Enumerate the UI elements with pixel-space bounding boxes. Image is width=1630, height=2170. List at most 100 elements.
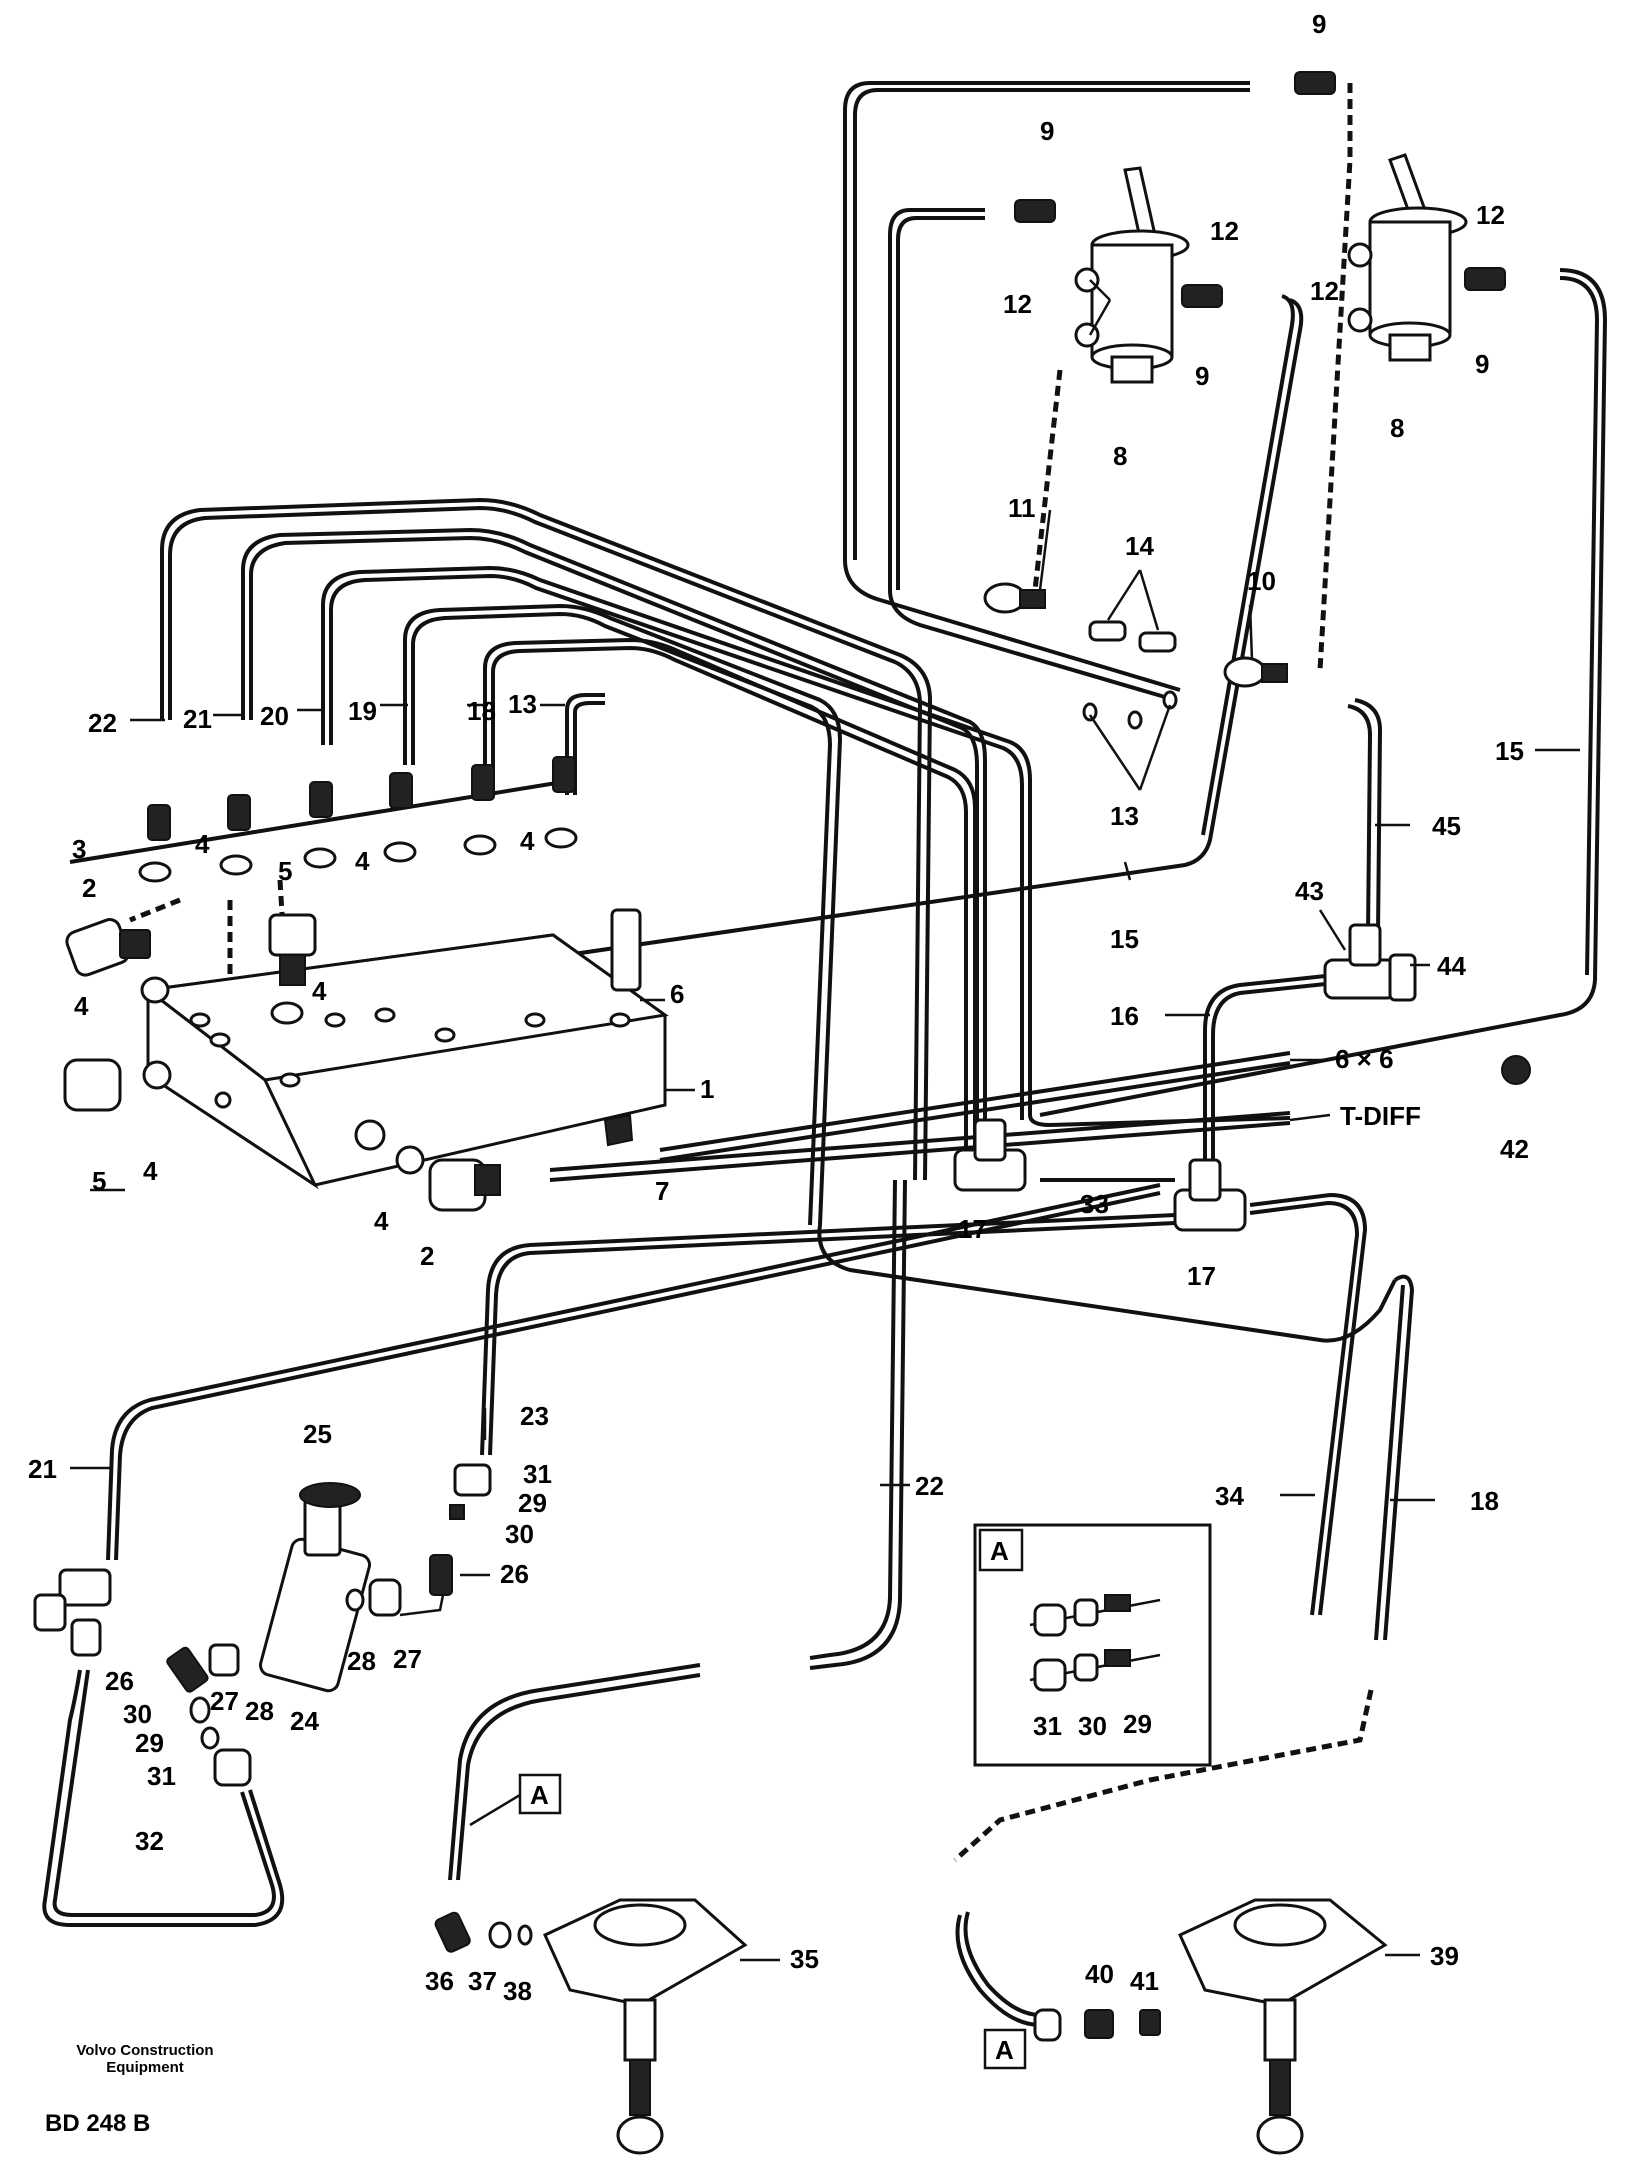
callout-31: 31 (523, 1459, 552, 1489)
callout-9: 9 (1475, 349, 1489, 379)
callout-12: 12 (1210, 216, 1239, 246)
box-a-left-label: A (530, 1780, 549, 1810)
pressure-switch-35 (434, 1898, 748, 2155)
callout-40: 40 (1085, 1959, 1114, 1989)
callout-t-diff: T-DIFF (1340, 1101, 1421, 1131)
callout-5: 5 (278, 856, 292, 886)
callout-38: 38 (503, 1976, 532, 2006)
callout-17: 17 (958, 1214, 987, 1244)
callout-35: 35 (790, 1944, 819, 1974)
manifold-fittings (69, 756, 578, 883)
callout-2: 2 (82, 873, 96, 903)
callout-31: 31 (1033, 1711, 1062, 1741)
callout-18: 18 (467, 696, 496, 726)
callout-29: 29 (135, 1728, 164, 1758)
callout-42: 42 (1500, 1134, 1529, 1164)
callout-27: 27 (393, 1644, 422, 1674)
valve-left (1074, 166, 1190, 384)
callout-22: 22 (915, 1471, 944, 1501)
callout-4: 4 (74, 991, 89, 1021)
callout-1: 1 (700, 1074, 714, 1104)
callout-27: 27 (210, 1686, 239, 1716)
callout-21: 21 (28, 1454, 57, 1484)
callout-44: 44 (1437, 951, 1466, 981)
callout-30: 30 (1078, 1711, 1107, 1741)
callout-4: 4 (143, 1156, 158, 1186)
callout-25: 25 (303, 1419, 332, 1449)
callout-4: 4 (195, 829, 210, 859)
callout-37: 37 (468, 1966, 497, 1996)
callout-19: 19 (348, 696, 377, 726)
callout-12: 12 (1310, 276, 1339, 306)
callout-26: 26 (105, 1666, 134, 1696)
callout-16: 16 (1110, 1001, 1139, 1031)
side-fittings (63, 908, 1531, 1212)
callout-12: 12 (1476, 200, 1505, 230)
callout-21: 21 (183, 704, 212, 734)
callout-23: 23 (520, 1401, 549, 1431)
callout-45: 45 (1432, 811, 1461, 841)
callout-34: 34 (1215, 1481, 1244, 1511)
callout-8: 8 (1113, 441, 1127, 471)
callout-30: 30 (123, 1699, 152, 1729)
plugs (983, 582, 1288, 730)
callout-6x6: 6 × 6 (1335, 1044, 1394, 1074)
callout-4: 4 (374, 1206, 389, 1236)
callout-9: 9 (1040, 116, 1054, 146)
callout-4: 4 (520, 826, 535, 856)
pipe-network (42, 81, 1608, 2027)
lower-assembly (33, 1463, 492, 1787)
leader-lines (70, 279, 1580, 1962)
callout-20: 20 (260, 701, 289, 731)
callout-9: 9 (1195, 361, 1209, 391)
callout-30: 30 (505, 1519, 534, 1549)
callout-18: 18 (1470, 1486, 1499, 1516)
valve-right (1347, 153, 1468, 362)
callout-12: 12 (1003, 289, 1032, 319)
callout-29: 29 (1123, 1709, 1152, 1739)
callout-6: 6 (670, 979, 684, 1009)
callout-15: 15 (1495, 736, 1524, 766)
callout-4: 4 (355, 846, 370, 876)
callout-3: 3 (72, 834, 86, 864)
callout-41: 41 (1130, 1966, 1159, 1996)
callout-5: 5 (92, 1166, 106, 1196)
callout-2: 2 (420, 1241, 434, 1271)
callout-17: 17 (1187, 1261, 1216, 1291)
callout-33: 33 (1080, 1189, 1109, 1219)
company-line-1: Volvo Construction (76, 2042, 214, 2059)
callout-28: 28 (347, 1646, 376, 1676)
callout-13: 13 (1110, 801, 1139, 831)
drawing-code: BD 248 B (45, 2110, 151, 2137)
box-a-left (518, 1773, 562, 1815)
callout-31: 31 (147, 1761, 176, 1791)
callout-24: 24 (290, 1706, 319, 1736)
callout-4: 4 (312, 976, 327, 1006)
box-a-right (983, 2028, 1027, 2070)
callout-29: 29 (518, 1488, 547, 1518)
pressure-switch-39 (1033, 1898, 1388, 2155)
callout-11: 11 (1008, 493, 1036, 523)
box-a-right-label: A (995, 2035, 1014, 2065)
tee-fittings (953, 923, 1417, 1232)
callout-8: 8 (1390, 413, 1404, 443)
callout-9: 9 (1312, 9, 1326, 39)
callout-15: 15 (1110, 924, 1139, 954)
callout-7: 7 (655, 1176, 669, 1206)
callout-14: 14 (1125, 531, 1154, 561)
manifold-block (144, 933, 669, 1190)
detail-view-label: A (990, 1536, 1009, 1566)
callout-numbers: 1 2 2 3 4 4 4 4 4 4 4 5 5 6 7 8 8 9 9 9 … (28, 9, 1529, 2065)
company-name: Volvo Construction Equipment (40, 2042, 250, 2076)
company-line-2: Equipment (106, 2059, 184, 2076)
callout-22: 22 (88, 708, 117, 738)
callout-10: 10 (1247, 566, 1276, 596)
callout-43: 43 (1295, 876, 1324, 906)
detail-view-a (973, 1523, 1212, 1767)
callout-39: 39 (1430, 1941, 1459, 1971)
control-valves (1014, 71, 1506, 384)
callout-26: 26 (500, 1559, 529, 1589)
callout-13: 13 (508, 689, 537, 719)
callout-36: 36 (425, 1966, 454, 1996)
